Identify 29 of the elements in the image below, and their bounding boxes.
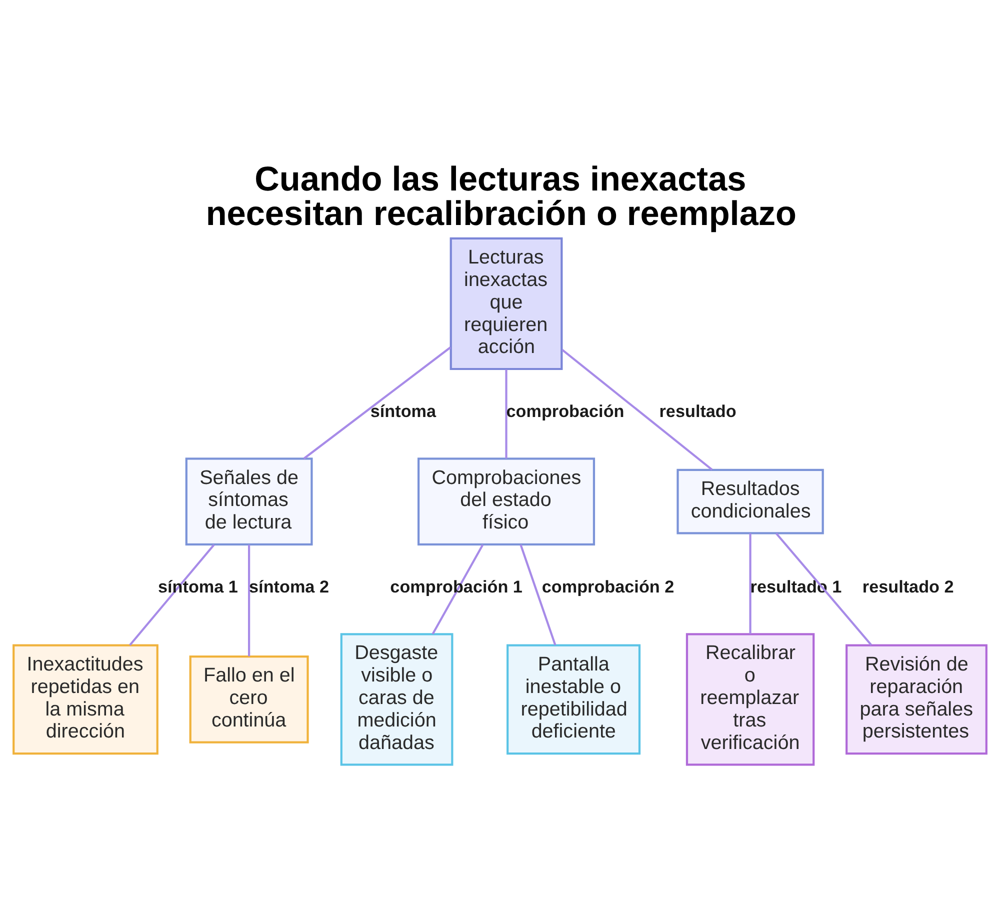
edge-label: comprobación 2 — [542, 576, 674, 596]
connector — [749, 532, 752, 634]
node-box: Desgaste visible o caras de medición dañadas — [340, 632, 454, 766]
edge-label: síntoma 1 — [158, 576, 238, 596]
node-box: Fallo en el cero continúa — [189, 655, 309, 743]
connector — [562, 348, 713, 470]
connector — [505, 369, 508, 458]
node-box: Comprobaciones del estado físico — [418, 457, 596, 545]
node-box: Señales de síntomas de lectura — [185, 457, 313, 545]
edge-label: comprobación — [506, 400, 624, 421]
connector — [520, 544, 556, 645]
connector — [775, 532, 872, 646]
connector — [303, 346, 452, 459]
connector — [248, 544, 250, 656]
node-box: Revisión de reparación para señales persistentes — [846, 644, 988, 754]
edge-label: comprobación 1 — [390, 576, 522, 596]
node-box: Resultados condicionales — [676, 468, 824, 534]
connector — [129, 544, 215, 646]
node-box: Recalibrar o reemplazar tras verificación — [686, 632, 815, 766]
node-box: Inexactitudes repetidas en la misma dirección — [12, 644, 158, 754]
diagram-title: Cuando las lecturas inexactas necesitan recalibración o reemplazo — [206, 160, 796, 232]
edge-label: síntoma — [370, 400, 436, 421]
connector — [432, 544, 484, 634]
node-box: Lecturas inexactas que requieren acción — [450, 236, 563, 370]
edge-label: resultado 2 — [862, 576, 954, 596]
edge-label: síntoma 2 — [249, 576, 329, 596]
edge-label: resultado 1 — [750, 576, 842, 596]
node-box: Pantalla inestable o repetibilidad deficiente — [506, 644, 641, 754]
edge-label: resultado — [659, 400, 736, 421]
